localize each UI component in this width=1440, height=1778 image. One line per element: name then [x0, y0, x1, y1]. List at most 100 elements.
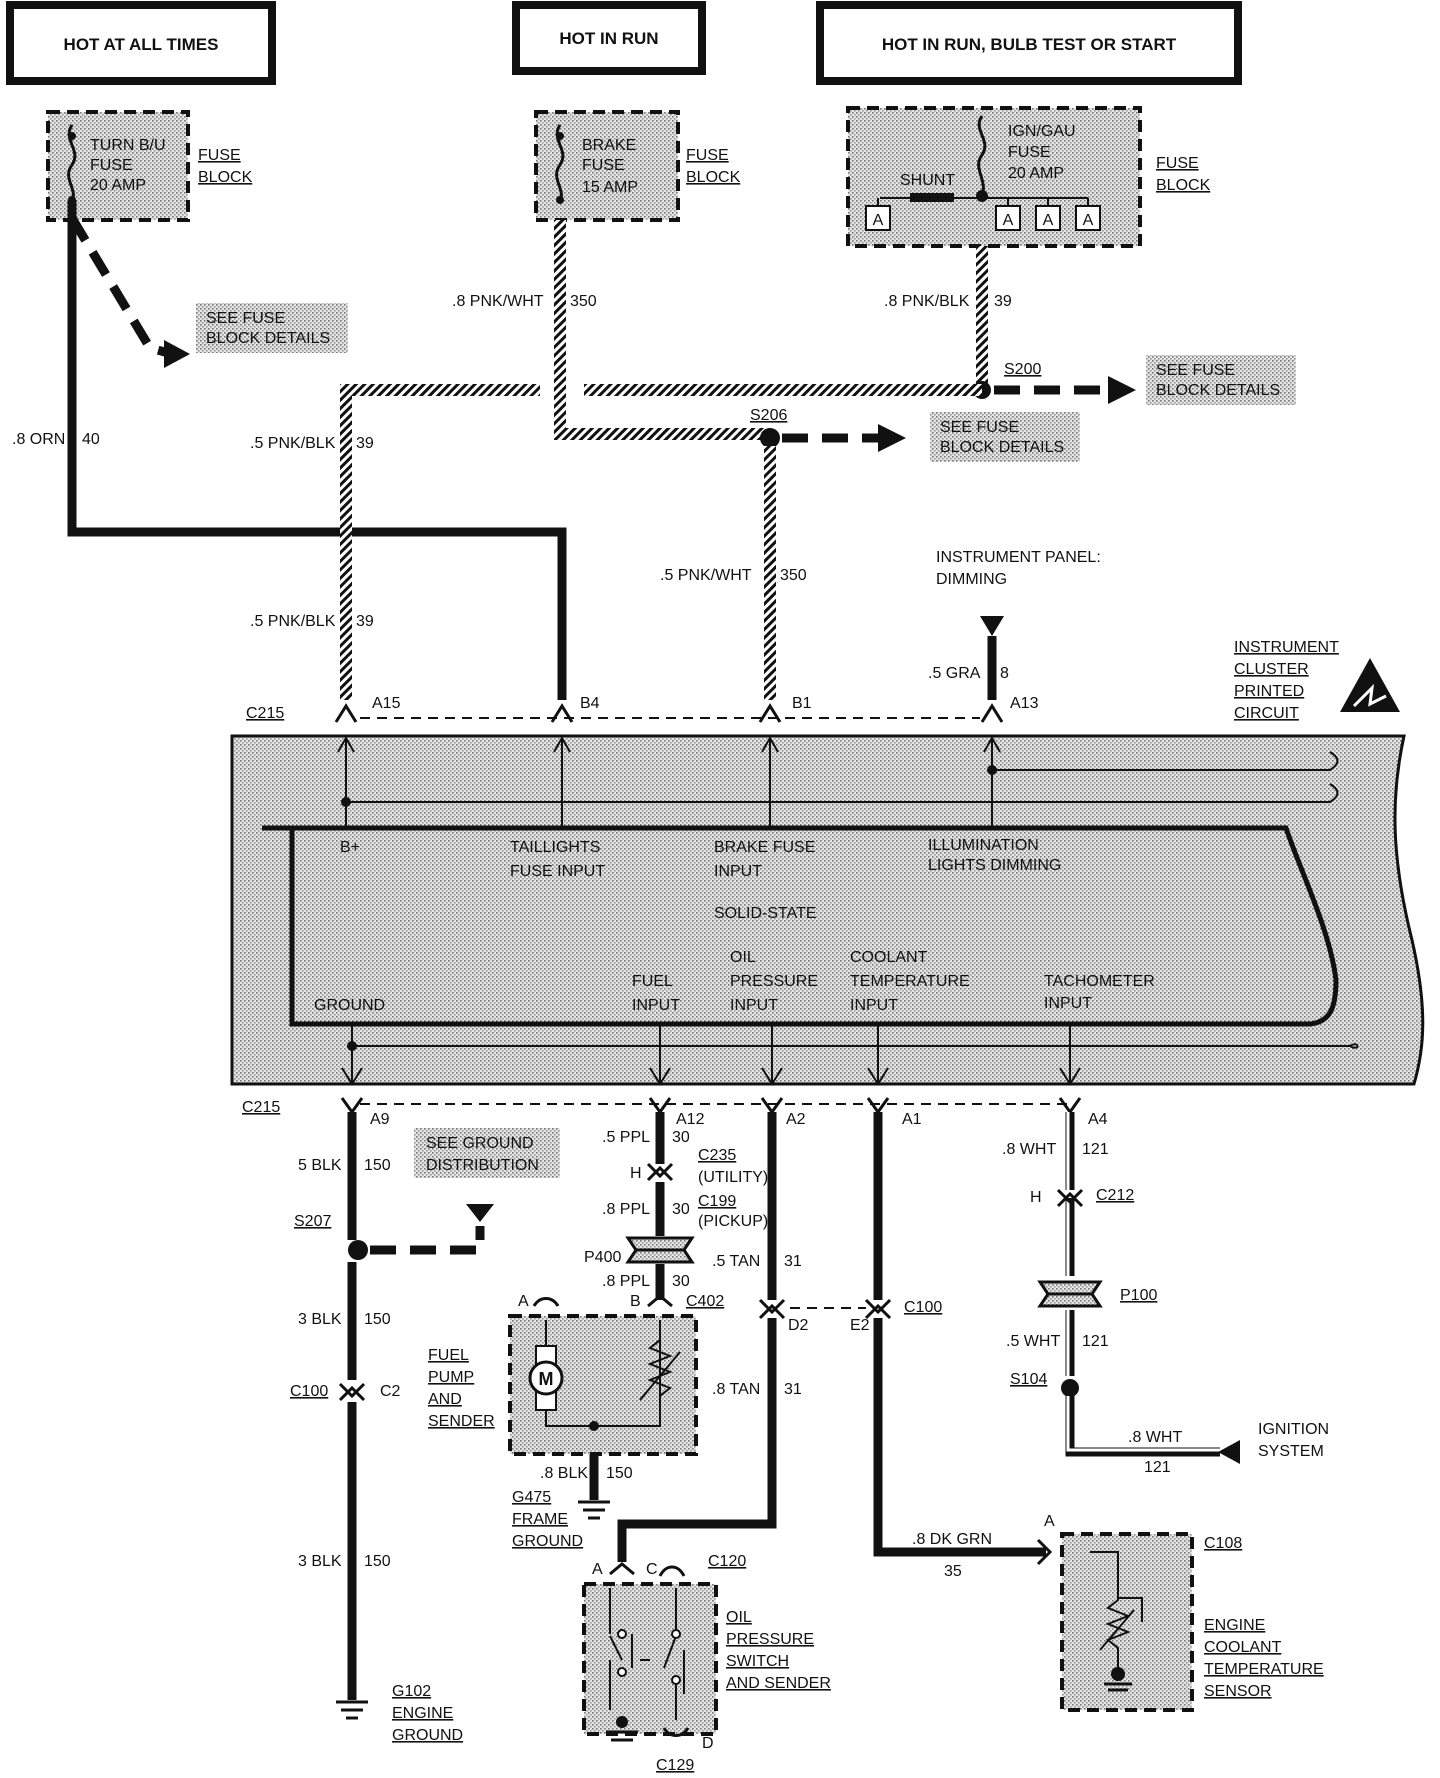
- c235-connector: [646, 1162, 674, 1182]
- splice-s200-label: S200: [1004, 361, 1041, 378]
- header-hot-in-run: HOT IN RUN: [512, 1, 706, 75]
- wire-label-150b: 3 BLK: [298, 1311, 342, 1328]
- cluster-title-l4: CIRCUIT: [1234, 705, 1299, 722]
- circuit-121c: 121: [1144, 1459, 1171, 1476]
- cluster-fuel-l1: FUEL: [632, 973, 673, 990]
- header-hot-at-all-times-text: HOT AT ALL TIMES: [64, 35, 219, 54]
- g102-l2: ENGINE: [392, 1705, 453, 1722]
- circuit-39-top: 39: [994, 293, 1012, 310]
- splice-s206: [760, 428, 780, 448]
- cluster-cool-l2: TEMPERATURE: [850, 973, 970, 990]
- fuse-brake-l2: FUSE: [582, 157, 625, 174]
- cluster-title-l1: INSTRUMENT: [1234, 639, 1339, 656]
- wire-orn-40: [67, 200, 567, 700]
- see-fuse-1-l2: BLOCK DETAILS: [206, 330, 330, 347]
- coolant-pin-a: A: [1044, 1513, 1055, 1530]
- arrow-turn-fuse-details: [164, 340, 190, 368]
- fuel-pump-l4: SENDER: [428, 1413, 495, 1430]
- fuel-pump-l3: AND: [428, 1391, 462, 1408]
- circuit-150c: 150: [364, 1553, 391, 1570]
- ign-terminal-4: A: [1083, 212, 1094, 229]
- fuel-pump-l2: PUMP: [428, 1369, 474, 1386]
- c100-c2-label: C2: [380, 1383, 401, 1400]
- coolant-sensor-l3: TEMPERATURE: [1204, 1661, 1324, 1678]
- ignition-arrow: [1218, 1440, 1240, 1464]
- wire-label-150a: 5 BLK: [298, 1157, 342, 1174]
- see-fuse-2-l2: BLOCK DETAILS: [940, 439, 1064, 456]
- c120-label: C120: [708, 1553, 746, 1570]
- wire-label-35: .8 DK GRN: [912, 1531, 992, 1548]
- fuse-brake: BRAKE FUSE 15 AMP: [534, 110, 680, 222]
- wire-label-350b: .5 PNK/WHT: [660, 567, 752, 584]
- cluster-cool-l1: COOLANT: [850, 949, 928, 966]
- fuse-ign-l1: IGN/GAU: [1008, 123, 1076, 140]
- cluster-bplus: B+: [340, 839, 360, 856]
- wire-label-orn: .8 ORN: [12, 431, 65, 448]
- circuit-350-top: 350: [570, 293, 597, 310]
- p100-label: P100: [1120, 1287, 1157, 1304]
- shunt-label: SHUNT: [900, 172, 955, 189]
- circuit-30c: 30: [672, 1273, 690, 1290]
- wire-label-350-top: .8 PNK/WHT: [452, 293, 544, 310]
- circuit-39b: 39: [356, 613, 374, 630]
- motor-icon: [528, 1360, 564, 1396]
- g102-l1: G102: [392, 1683, 431, 1700]
- wire-pnk-blk-39-to-a15: [340, 384, 540, 700]
- ign-terminal-1: A: [873, 212, 884, 229]
- ip-dimming-l1: INSTRUMENT PANEL:: [936, 549, 1101, 566]
- ignition-l1: IGNITION: [1258, 1421, 1329, 1438]
- wire-label-30b: .8 PPL: [602, 1201, 650, 1218]
- c100-e2-label: E2: [850, 1317, 870, 1334]
- c235-label: C235: [698, 1147, 736, 1164]
- wire-label-31b: .8 TAN: [712, 1381, 760, 1398]
- splice-s104: [1061, 1379, 1079, 1397]
- see-ground-l1: SEE GROUND: [426, 1135, 534, 1152]
- wire-label-121c: .8 WHT: [1128, 1429, 1182, 1446]
- c100-right-label: C100: [904, 1299, 942, 1316]
- fuse-brake-l1: BRAKE: [582, 137, 636, 154]
- motor-label: M: [539, 1369, 554, 1389]
- circuit-31b: 31: [784, 1381, 802, 1398]
- pin-a9: A9: [370, 1111, 390, 1128]
- circuit-39a: 39: [356, 435, 374, 452]
- see-fuse-box-2: [930, 412, 1080, 462]
- oil-switch-l4: AND SENDER: [726, 1675, 831, 1692]
- pin-a2: A2: [786, 1111, 806, 1128]
- circuit-30a: 30: [672, 1129, 690, 1146]
- wire-label-31a: .5 TAN: [712, 1253, 760, 1270]
- oil-switch-l2: PRESSURE: [726, 1631, 814, 1648]
- cluster-oil-l3: INPUT: [730, 997, 778, 1014]
- circuit-35: 35: [944, 1563, 962, 1580]
- oil-pin-a: A: [592, 1561, 603, 1578]
- see-fuse-2-l1: SEE FUSE: [940, 419, 1019, 436]
- oil-pressure-switch-sender: [582, 1582, 718, 1736]
- pin-a13: A13: [1010, 695, 1039, 712]
- pin-a15: A15: [372, 695, 401, 712]
- wire-label-30a: .5 PPL: [602, 1129, 650, 1146]
- circuit-150a: 150: [364, 1157, 391, 1174]
- c215-top-label: C215: [246, 705, 284, 722]
- fuse-block-label-3a: FUSE: [1156, 155, 1199, 172]
- header-hot-at-all-times: HOT AT ALL TIMES: [6, 1, 276, 85]
- fuse-block-label-2b: BLOCK: [686, 169, 741, 186]
- c235-sub: (UTILITY): [698, 1169, 768, 1186]
- g475-l2: FRAME: [512, 1511, 568, 1528]
- header-hot-in-run-bulb-test: HOT IN RUN, BULB TEST OR START: [816, 1, 1242, 85]
- c199-label: C199: [698, 1193, 736, 1210]
- dimming-arrow: [980, 616, 1004, 636]
- c212-h: H: [1030, 1189, 1042, 1206]
- grommet-p400: [625, 1236, 695, 1264]
- c100-e2-connector: [864, 1298, 892, 1320]
- pin-b4: B4: [580, 695, 600, 712]
- cluster-illum-l1: ILLUMINATION: [928, 837, 1039, 854]
- cluster-oil-l1: OIL: [730, 949, 756, 966]
- c402-label: C402: [686, 1293, 724, 1310]
- circuit-8: 8: [1000, 665, 1009, 682]
- wire-label-39-top: .8 PNK/BLK: [884, 293, 970, 310]
- fuse-turn-l1: TURN B/U: [90, 137, 166, 154]
- cluster-title-l2: CLUSTER: [1234, 661, 1309, 678]
- fuse-turn-l3: 20 AMP: [90, 177, 146, 194]
- fuse-ign-l3: 20 AMP: [1008, 165, 1064, 182]
- cluster-tail-l2: FUSE INPUT: [510, 863, 605, 880]
- wire-label-gra: .5 GRA: [928, 665, 981, 682]
